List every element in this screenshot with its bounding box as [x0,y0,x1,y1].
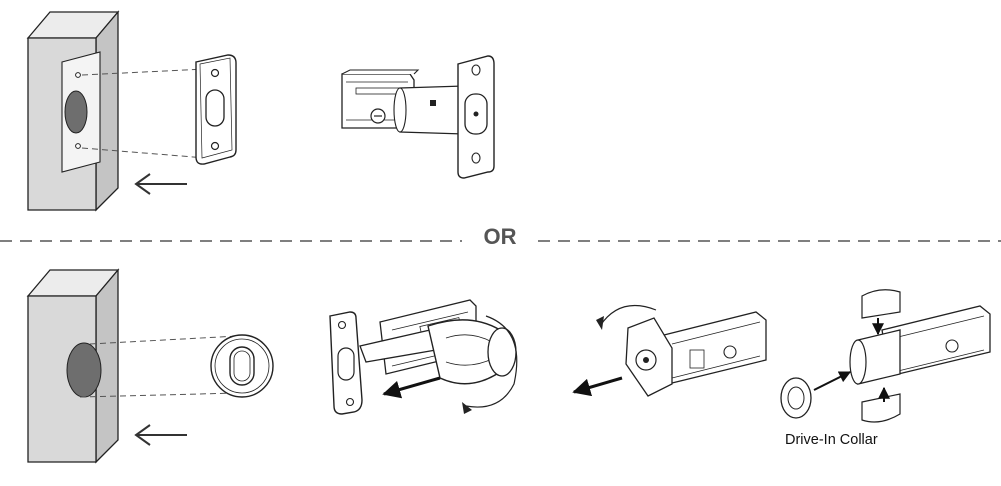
edge-bore-hole-round [66,342,102,398]
drive-in-collar-caption: Drive-In Collar [785,432,878,448]
edge-bore-hole [64,90,88,134]
latch-rotate-cylinder [572,304,767,397]
alignment-line-upper-bottom [89,335,239,345]
door-edge-bottom [26,268,120,464]
latch-faceplate [195,54,237,165]
screw-hole-upper [75,72,81,78]
door-edge-top [26,10,120,212]
or-separator-label: OR [468,224,532,250]
latch-assembly-faceplate [341,55,495,179]
round-drive-in-faceplate [210,334,274,398]
alignment-line-lower [81,147,207,159]
latch-with-screwdriver [329,299,518,415]
latch-drive-in-collar [780,289,991,423]
alignment-line-upper [81,68,207,76]
alignment-line-lower-bottom [79,392,239,398]
screw-hole-lower [75,143,81,149]
